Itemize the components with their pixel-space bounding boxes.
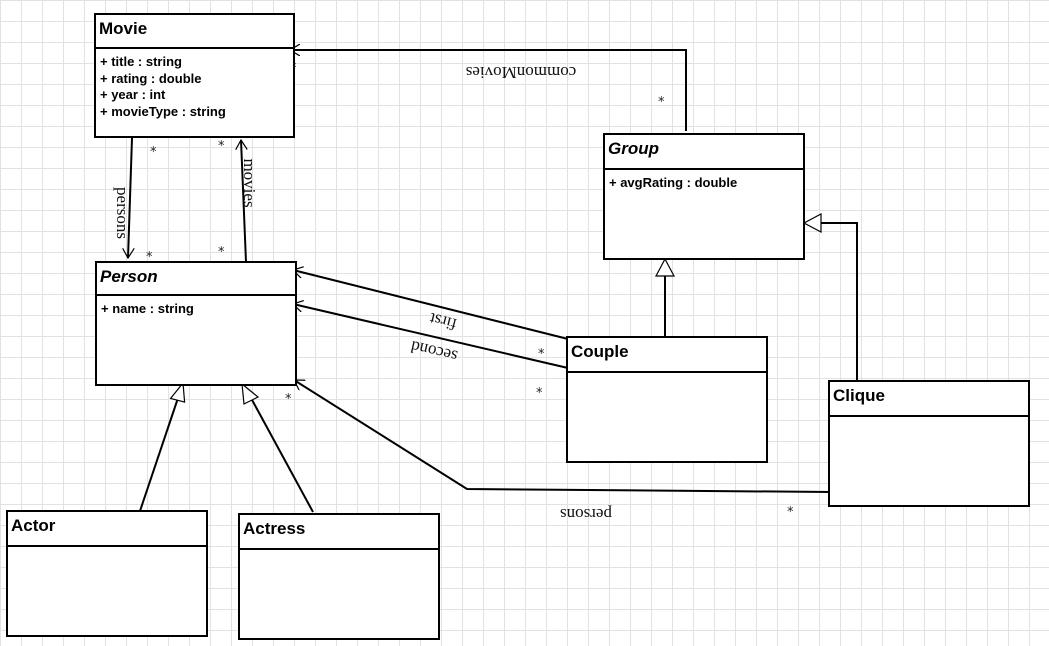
- attribute-list: + title : string + rating : double + yea…: [96, 49, 293, 125]
- class-name: Couple: [568, 338, 766, 373]
- class-actor[interactable]: Actor: [6, 510, 208, 637]
- class-name: Person: [97, 263, 295, 296]
- multiplicity-marker: *: [536, 386, 543, 401]
- attribute: + rating : double: [100, 70, 202, 86]
- multiplicity-marker: *: [787, 505, 794, 520]
- class-name: Actress: [240, 515, 438, 550]
- association-movies-line: [241, 140, 246, 263]
- attribute: + name : string: [101, 301, 194, 316]
- association-common-movies-line: [290, 50, 687, 131]
- role-label-movies: movies: [240, 158, 259, 207]
- class-name: Actor: [8, 512, 206, 547]
- association-first-line: [293, 270, 569, 340]
- multiplicity-marker: *: [218, 245, 225, 260]
- generalization-actress-line: [250, 397, 314, 513]
- class-actress[interactable]: Actress: [238, 513, 440, 640]
- multiplicity-marker: *: [285, 392, 292, 407]
- role-label-clique-persons: persons: [560, 505, 612, 524]
- multiplicity-marker: *: [538, 347, 545, 362]
- attribute: + year : int: [100, 87, 166, 102]
- role-label-first: first: [427, 309, 459, 334]
- class-clique[interactable]: Clique: [828, 380, 1030, 507]
- association-second-line: [293, 304, 569, 369]
- generalization-actor-line: [139, 397, 179, 512]
- multiplicity-marker: *: [218, 139, 225, 154]
- role-label-common-movies: commonMovies: [466, 63, 577, 82]
- association-persons-line: [128, 137, 132, 258]
- generalization-arrowhead: [655, 257, 675, 277]
- class-person[interactable]: Person + name : string: [95, 261, 297, 386]
- multiplicity-marker: *: [658, 95, 665, 110]
- class-movie[interactable]: Movie + title : string + rating : double…: [94, 13, 295, 138]
- generalization-clique-line: [821, 222, 858, 381]
- class-name: Group: [605, 135, 803, 170]
- class-group[interactable]: Group + avgRating : double: [603, 133, 805, 260]
- class-name: Clique: [830, 382, 1028, 417]
- attribute-list: + avgRating : double: [605, 170, 803, 197]
- class-couple[interactable]: Couple: [566, 336, 768, 463]
- association-clique-persons-line: [294, 379, 832, 493]
- generalization-arrowhead: [241, 382, 260, 405]
- class-name: Movie: [96, 15, 293, 49]
- multiplicity-marker: *: [150, 145, 157, 160]
- generalization-arrowhead: [802, 213, 822, 233]
- attribute: + movieType : string: [100, 103, 226, 119]
- multiplicity-marker: *: [146, 250, 153, 265]
- attribute: + title : string: [100, 54, 182, 69]
- generalization-arrowhead: [169, 381, 186, 403]
- attribute-list: + name : string: [97, 296, 295, 323]
- role-label-persons: persons: [113, 187, 132, 239]
- attribute: + avgRating : double: [609, 175, 738, 190]
